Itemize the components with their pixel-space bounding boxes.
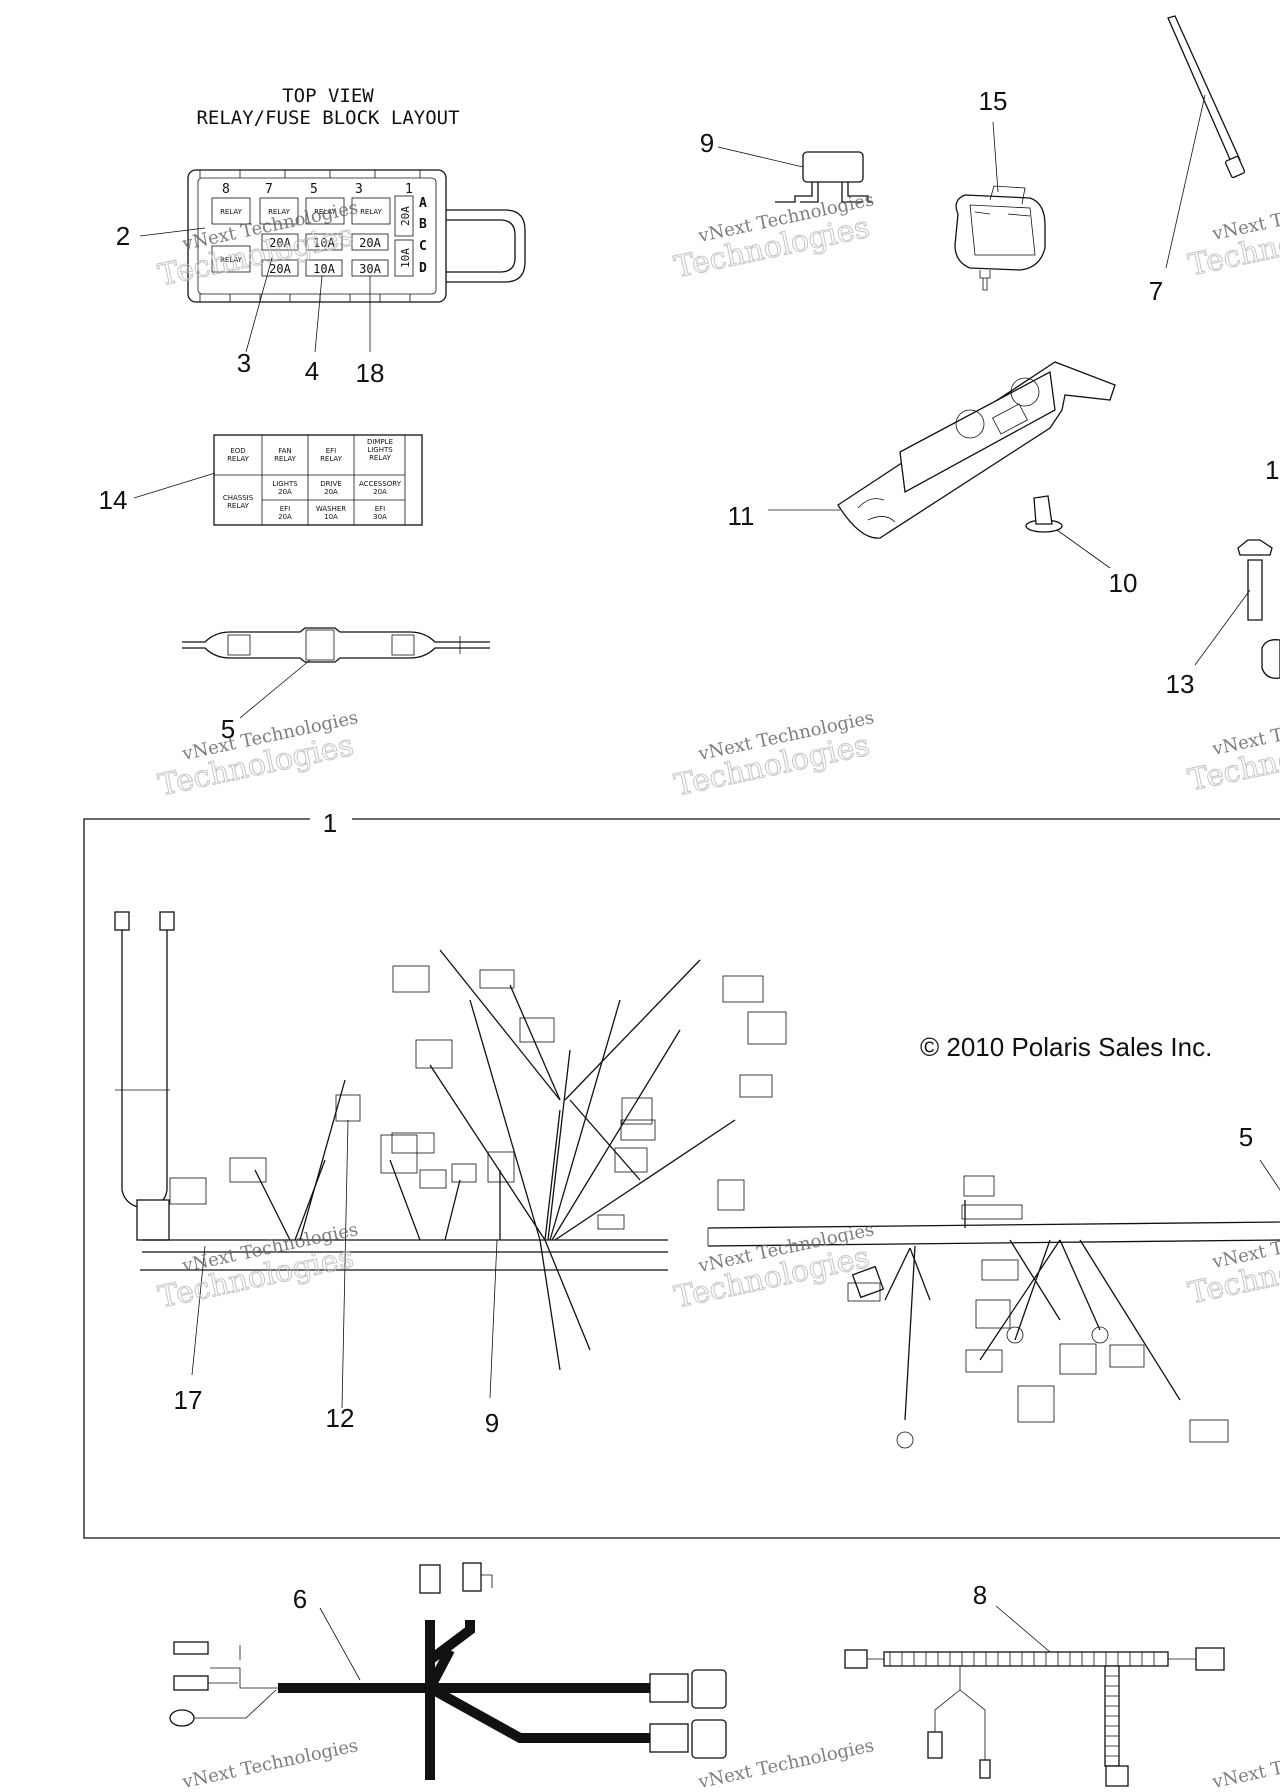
fuse-value: 10A [313, 236, 335, 250]
fuse-block-bracket [837, 361, 1116, 539]
callout-7: 7 [1149, 276, 1163, 306]
watermark: vNext Technologies Technologies [1185, 1215, 1280, 1312]
row-d: D [419, 261, 427, 276]
watermark-group: vNext Technologies Technologies vNext Te… [155, 187, 1280, 1792]
callout-6: 6 [293, 1584, 307, 1614]
resistor-module [775, 151, 872, 203]
callout-18: 18 [356, 358, 385, 388]
callout-9-top: 9 [700, 128, 714, 158]
callout-9-main: 9 [485, 1408, 499, 1438]
watermark: vNext Technologies [180, 1735, 360, 1792]
title-fuse-layout: RELAY/FUSE BLOCK LAYOUT [196, 107, 459, 129]
callout-17: 17 [174, 1385, 203, 1415]
callout-8: 8 [973, 1580, 987, 1610]
callout-15: 15 [979, 86, 1008, 116]
watermark: vNext Technologies Technologies [671, 189, 876, 286]
callout-16: 16 [1265, 455, 1280, 485]
side-fuse-b: 10A [399, 248, 412, 268]
adapter-harness [169, 1562, 727, 1780]
cable-tie [1167, 15, 1246, 179]
watermark: vNext Technologies Technologies [155, 707, 360, 804]
svg-text:vNext Technologies: vNext Technologies [180, 1735, 360, 1792]
sealed-connector [954, 185, 1046, 291]
col-1: 1 [405, 182, 413, 197]
callout-4: 4 [305, 356, 319, 386]
fuse-block-drawing: 8 7 5 3 1 RELAY RELAY RELAY RELAY RELAY … [187, 169, 526, 303]
relay-cell: RELAY [220, 256, 243, 264]
col-7: 7 [265, 182, 273, 197]
flange-bolt [1237, 539, 1280, 679]
fuse-value: 20A [269, 262, 291, 276]
relay-cell: RELAY [220, 208, 243, 216]
callout-10: 10 [1109, 568, 1138, 598]
fuse-value: 20A [359, 236, 381, 250]
watermark: vNext Technologies [1210, 1735, 1280, 1792]
watermark: vNext Technologies Technologies [671, 707, 876, 804]
relay-fuse-block-title: TOP VIEW RELAY/FUSE BLOCK LAYOUT [196, 85, 459, 129]
push-rivet [1025, 495, 1063, 533]
relay-cell: RELAY [268, 208, 291, 216]
watermark: vNext Technologies Technologies [1185, 702, 1280, 799]
side-fuse-a: 20A [399, 206, 412, 226]
copyright-notice: © 2010 Polaris Sales Inc. [920, 1032, 1212, 1062]
relay-cell: RELAY [314, 208, 337, 216]
callout-12: 12 [326, 1403, 355, 1433]
col-3: 3 [355, 182, 363, 197]
callout-3: 3 [237, 348, 251, 378]
callout-5-top: 5 [221, 714, 235, 744]
row-c: C [419, 239, 427, 254]
main-harness-frame [83, 818, 1280, 1539]
watermark: vNext Technologies Technologies [1185, 187, 1280, 284]
callout-5-main: 5 [1239, 1122, 1253, 1152]
callout-14: 14 [99, 485, 128, 515]
fuse-value: 20A [269, 236, 291, 250]
col-8: 8 [222, 182, 230, 197]
conduit-harness [844, 1647, 1225, 1787]
watermark: vNext Technologies Technologies [155, 1219, 360, 1316]
callout-11: 11 [728, 501, 755, 531]
title-top-view: TOP VIEW [282, 85, 374, 107]
row-a: A [419, 196, 427, 211]
callout-2: 2 [116, 221, 130, 251]
relay-cell: RELAY [360, 208, 383, 216]
callout-1: 1 [323, 808, 337, 838]
col-5: 5 [310, 182, 318, 197]
callout-13: 13 [1166, 669, 1195, 699]
main-harness-drawing [114, 911, 1280, 1449]
svg-text:vNext Technologies: vNext Technologies [1210, 1735, 1280, 1792]
fuse-value: 30A [359, 262, 381, 276]
row-b: B [419, 217, 427, 232]
inline-fuse-holder [182, 627, 490, 663]
fuse-value: 10A [313, 262, 335, 276]
